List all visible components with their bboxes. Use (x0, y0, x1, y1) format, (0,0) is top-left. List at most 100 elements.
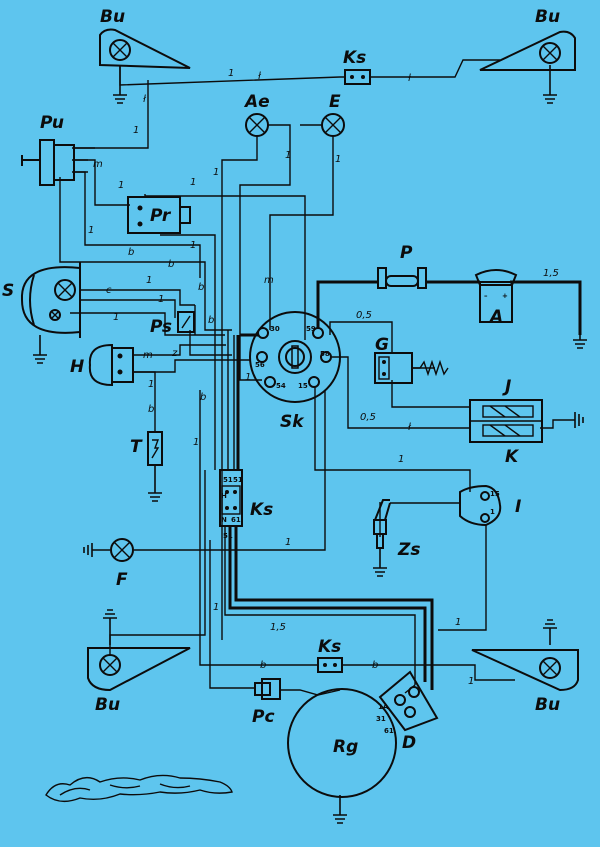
terminal-label: 51 (233, 476, 243, 484)
label-sk: Sk (280, 412, 305, 432)
spark-plug-zs (373, 499, 391, 549)
wire-f (134, 390, 326, 551)
interrupter-jk (469, 399, 543, 443)
wire-mark: 1 (285, 150, 291, 161)
wire-mark: b (260, 660, 266, 671)
wire-mark: 1 (148, 379, 154, 390)
label-k: K (505, 447, 520, 467)
terminal-label: 59 (306, 325, 316, 333)
wire-mark: 1 (398, 454, 404, 465)
wire-mark: ł (143, 94, 147, 105)
wire-mark: 1 (190, 240, 196, 251)
wire-bottom-left (109, 470, 206, 665)
label-i: I (515, 497, 521, 517)
wire-bottom-b (199, 390, 318, 666)
ground-bu-bottom-left (103, 609, 117, 645)
wire-mark: 0,5 (360, 412, 376, 423)
wire-mark: 1 (285, 537, 291, 548)
terminal-label: 61 (384, 727, 394, 735)
wire-bu-to-pu (72, 80, 149, 149)
terminal-label: 15 (490, 490, 500, 498)
wire-pc-to-rg (280, 689, 341, 696)
terminal-label: 54 (276, 382, 286, 390)
wire-i-d (438, 525, 487, 631)
label-g: G (375, 335, 389, 355)
wire-ae-e (268, 124, 291, 165)
ground-rg (333, 795, 347, 824)
wire-ks-d-2 (234, 525, 434, 690)
connector-ks-bottom (317, 657, 343, 673)
connector-pc (254, 678, 281, 700)
label-ks-middle: Ks (250, 500, 273, 520)
indicator-lamp-ae (245, 113, 269, 137)
horn-h (88, 343, 134, 387)
ground-battery (573, 335, 587, 349)
grounds (33, 65, 587, 824)
switch-ps (177, 311, 195, 333)
terminal-label: 1 (490, 508, 495, 516)
battery-a (474, 269, 518, 323)
wire-mark: ł (408, 422, 412, 433)
lamp-f (110, 538, 134, 562)
label-p: P (400, 243, 413, 263)
wire-mark: 1 (158, 294, 164, 305)
label-ae: Ae (243, 92, 270, 112)
wire-mark: ł (258, 71, 262, 82)
wire-a-gnd (510, 280, 582, 335)
wire-mark: m (93, 159, 103, 170)
wire-s-1 (80, 299, 176, 318)
wire-h-to-t (133, 371, 156, 432)
terminal-label: 61 (231, 516, 241, 524)
rear-lamp-top-right (479, 30, 576, 71)
wire-mark: 1 (133, 125, 139, 136)
rear-lamp-top-left (99, 28, 191, 69)
label-pc: Pc (252, 707, 275, 727)
wire-ks-to-bu-right (370, 59, 500, 78)
label-a: A (488, 307, 503, 327)
wire-s-low (70, 312, 225, 336)
terminal-label: 51 (223, 532, 233, 540)
maker-logo-squiggle (45, 774, 233, 803)
wire-mark: b (168, 259, 174, 270)
wire-mark: 0,5 (356, 310, 372, 321)
wire-mark: m (264, 275, 274, 286)
label-bu-bottom-left: Bu (95, 695, 120, 715)
wire-mark: 1,5 (270, 622, 286, 633)
label-ks-top: Ks (343, 48, 366, 68)
wire-mark: 1 (113, 312, 119, 323)
terminal-label: N (221, 516, 227, 524)
ground-f (83, 543, 110, 557)
wire-ae-to-sk (239, 165, 291, 381)
ignition-coil-i (459, 484, 502, 527)
label-bu-top-right: Bu (535, 7, 560, 27)
wire-mark: 1 (88, 225, 94, 236)
wire-jk-gnd (540, 419, 575, 429)
label-bu-top-left: Bu (100, 7, 125, 27)
wire-sk-i (314, 386, 471, 492)
dimmer-switch-pu (21, 139, 95, 186)
wire-mark: 1 (245, 372, 251, 383)
terminal-label: H (221, 492, 227, 500)
label-pr: Pr (150, 206, 172, 226)
wire-sk-p (316, 280, 378, 335)
connector-ks-middle (219, 469, 243, 527)
component-labels: Bu Bu Ks Pu Ae E Pr P S Ps A H Sk G J K … (2, 7, 560, 757)
wire-s-c (80, 289, 195, 306)
wire-mark: z (171, 348, 178, 359)
ground-bu-bottom-right (543, 619, 557, 645)
headlamp-s (20, 262, 81, 338)
generator-rg (287, 688, 397, 798)
terminal-label: 58 (320, 350, 330, 358)
terminal-label: + (502, 292, 508, 300)
horn-button-t (147, 431, 163, 466)
terminal-label: 31 (376, 715, 386, 723)
label-pu: Pu (40, 113, 64, 133)
connector-ks-top (344, 69, 371, 85)
label-bu-bottom-right: Bu (535, 695, 560, 715)
label-ps: Ps (150, 317, 172, 337)
wire-mark: m (143, 350, 153, 361)
wires (59, 59, 582, 696)
ground-bu-top-right (543, 65, 557, 104)
wire-mark: 1 (213, 167, 219, 178)
